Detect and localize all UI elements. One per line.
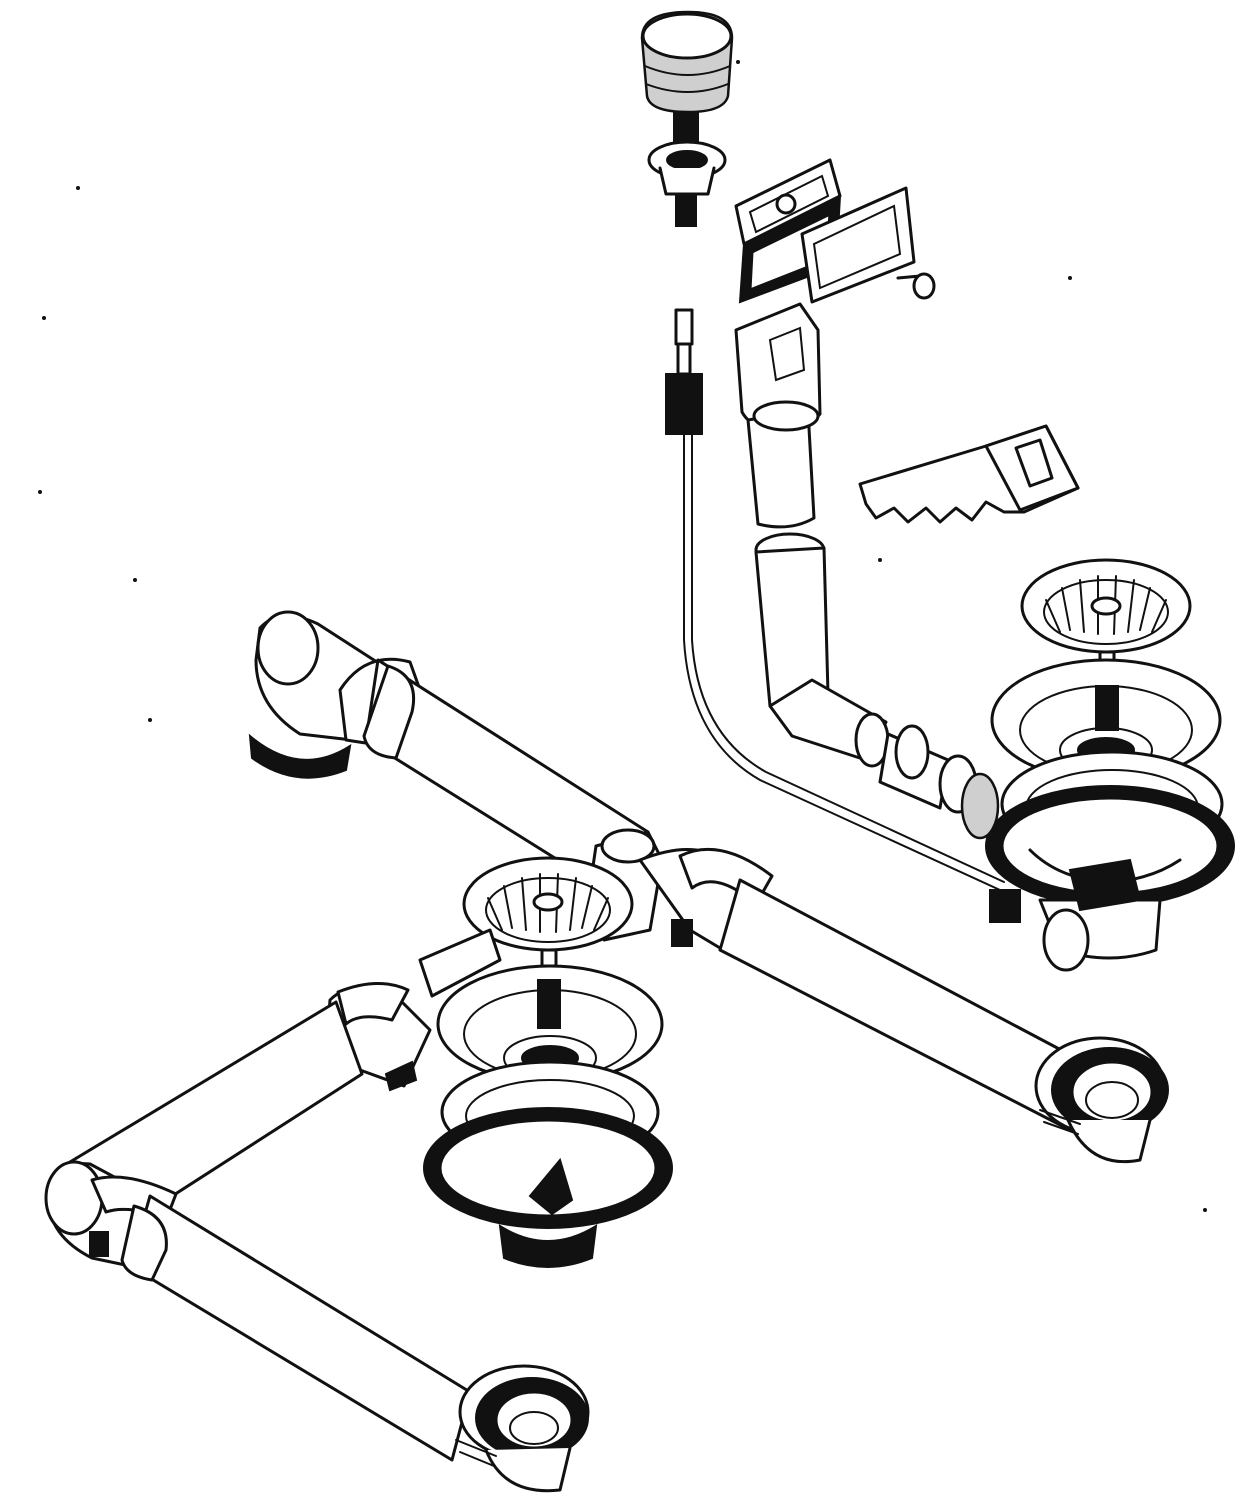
- sink-waste-left: [423, 964, 673, 1268]
- sink-waste-right: [960, 658, 1235, 972]
- popup-knob: [640, 10, 734, 227]
- pipe-upper-left: [248, 610, 650, 902]
- strainer-basket-right: [1020, 558, 1192, 674]
- pipe-left-assembly: [44, 928, 590, 1493]
- bowden-cable: [665, 308, 1005, 891]
- scan-specks: [38, 60, 1207, 1212]
- strainer-basket-center: [462, 856, 634, 968]
- pipe-lower-right: [718, 878, 1169, 1164]
- saw-icon: [858, 424, 1080, 524]
- overflow-pipe: [734, 302, 978, 814]
- overflow-frames: [734, 158, 936, 304]
